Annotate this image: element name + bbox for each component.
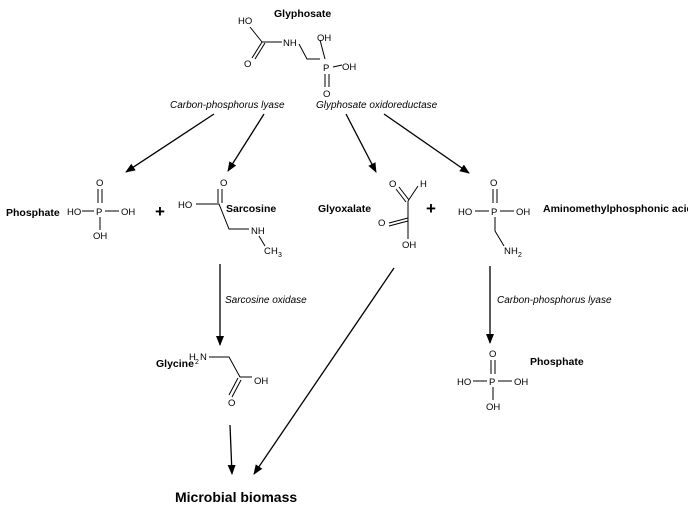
phosphate-left-oh-right: OH <box>121 207 135 218</box>
sarcosine-ho: HO <box>178 200 192 211</box>
glycine-h2n-sub: 2 <box>195 359 199 366</box>
sarcosine-o: O <box>220 178 227 189</box>
sarcosine-ch3-c: C <box>264 246 271 257</box>
glycine-structure: Glycine H 2 N OH O <box>156 352 268 409</box>
glyoxalate-h: H <box>420 179 427 190</box>
enzyme-sarcosine-oxidase: Sarcosine oxidase <box>225 295 307 306</box>
ampa-nh2-n: N <box>504 246 511 257</box>
glyphosate-p: P <box>323 63 329 74</box>
glycine-oh: OH <box>254 376 268 387</box>
phosphate-left-structure: Phosphate O HO P OH OH <box>6 178 135 242</box>
glyphosate-nh: NH <box>283 38 297 49</box>
glycine-h2n-h: H <box>189 352 196 363</box>
arrow-to-glyoxalate <box>345 113 377 173</box>
ampa-nh2-sub: 2 <box>518 252 522 259</box>
phosphate-left-p: P <box>96 207 102 218</box>
glyphosate-p-o: O <box>323 89 330 100</box>
arrow-glycine-to-biomass <box>227 424 236 475</box>
glyoxalate-label: Glyoxalate <box>318 203 371 215</box>
phosphate-right-oh-right: OH <box>514 377 528 388</box>
ampa-p: P <box>491 207 497 218</box>
phosphate-left-label: Phosphate <box>6 207 60 219</box>
glyphosate-carbonyl-o: O <box>244 59 251 70</box>
phosphate-left-oh-bottom: OH <box>93 231 107 242</box>
enzyme-glyphosate-oxidoreductase: Glyphosate oxidoreductase <box>316 100 438 111</box>
enzyme-cp-lyase-right: Carbon-phosphorus lyase <box>497 295 612 306</box>
microbial-biomass-label: Microbial biomass <box>175 489 297 505</box>
enzyme-cp-lyase-top: Carbon-phosphorus lyase <box>170 100 285 111</box>
phosphate-right-ho: HO <box>457 377 471 388</box>
glyoxalate-o-left: O <box>378 218 385 229</box>
phosphate-left-ho: HO <box>67 207 81 218</box>
phosphate-right-o: O <box>489 349 496 360</box>
ampa-nh2-h: H <box>511 246 518 257</box>
glyoxalate-structure: Glyoxalate O H O OH <box>318 179 427 251</box>
arrow-glyoxalate-to-biomass <box>253 267 395 475</box>
phosphate-right-structure: O Phosphate HO P OH OH <box>457 349 584 413</box>
phosphate-right-label: Phosphate <box>530 356 584 368</box>
phosphate-left-o: O <box>96 178 103 189</box>
sarcosine-ch3-sub: 3 <box>278 252 282 259</box>
plus-right: + <box>426 199 436 218</box>
ampa-label: Aminomethylphosphonic acid <box>543 203 688 215</box>
ampa-ho: HO <box>458 207 472 218</box>
glycine-h2n-n: N <box>200 352 207 363</box>
phosphate-right-oh-bottom: OH <box>486 402 500 413</box>
plus-left: + <box>155 202 165 221</box>
sarcosine-label: Sarcosine <box>226 203 276 215</box>
arrow-to-phosphate-left <box>125 113 215 173</box>
glycine-o: O <box>228 398 235 409</box>
phosphate-right-p: P <box>489 377 495 388</box>
sarcosine-ch3-h: H <box>271 246 278 257</box>
glyphosate-structure: Glyphosate HO O NH OH P OH O <box>238 8 356 100</box>
arrow-to-ampa <box>383 113 470 174</box>
sarcosine-structure: O HO Sarcosine NH C H 3 <box>178 178 282 259</box>
glyoxalate-o-top: O <box>389 179 396 190</box>
glyoxalate-oh: OH <box>402 240 416 251</box>
glycine-label: Glycine <box>156 358 194 370</box>
glyphosate-p-oh-top: OH <box>317 33 331 44</box>
sarcosine-nh: NH <box>251 226 265 237</box>
glyphosate-p-oh-right: OH <box>342 62 356 73</box>
glyphosate-label: Glyphosate <box>274 8 331 20</box>
arrow-to-sarcosine <box>227 113 265 172</box>
ampa-oh: OH <box>516 207 530 218</box>
ampa-structure: O HO P OH Aminomethylphosphonic acid N H… <box>458 178 688 259</box>
glyphosate-ho: HO <box>238 16 252 27</box>
ampa-o: O <box>490 178 497 189</box>
